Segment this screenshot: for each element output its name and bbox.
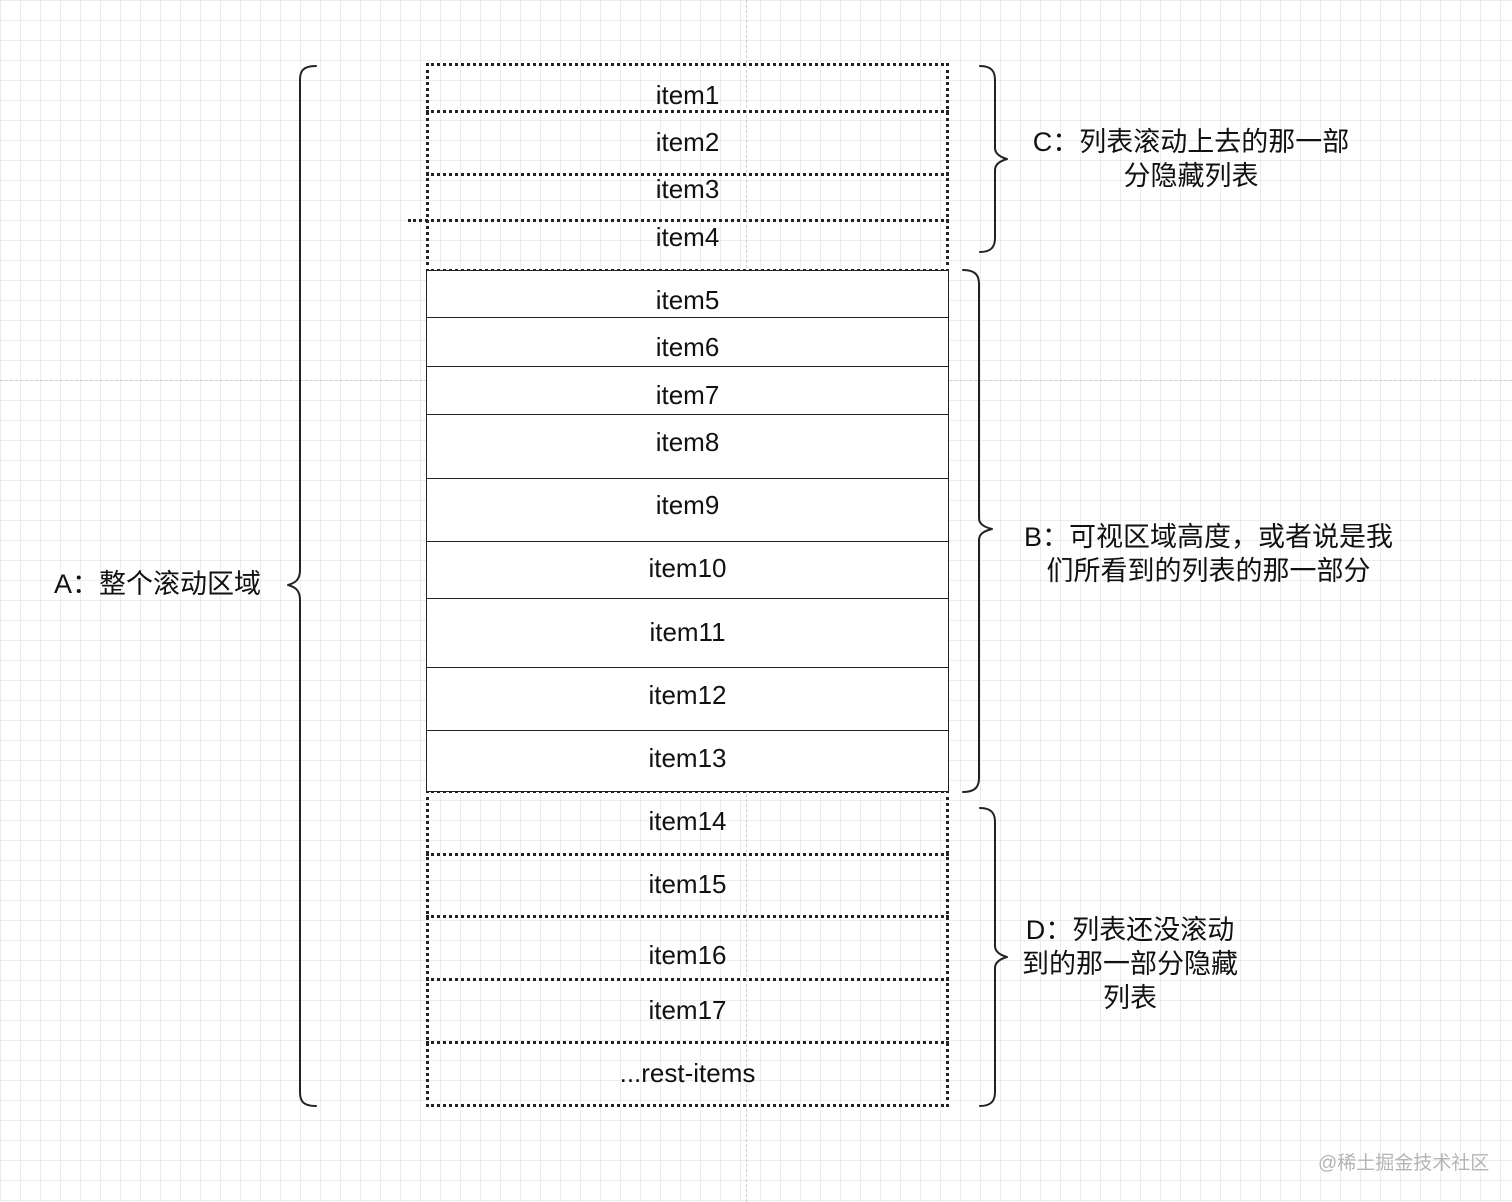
annotation-d-line: D：列表还没滚动 [1025,915,1235,945]
list-item: item6 [655,332,720,362]
list-item: item9 [655,490,720,520]
item-separator [426,541,949,542]
item-separator [426,978,949,981]
annotation-b: B：可视区域高度，或者说是我 们所看到的列表的那一部分 [1006,520,1411,588]
annotation-c: C：列表滚动上去的那一部 分隐藏列表 [1016,125,1366,193]
list-item: item1 [655,80,720,110]
annotation-c-line: 分隐藏列表 [1123,161,1259,191]
list-item: item17 [648,995,727,1025]
annotation-b-line: B：可视区域高度，或者说是我 [1023,522,1393,552]
list-item: item15 [648,869,727,899]
annotation-d-line: 列表 [1103,983,1157,1013]
item-separator [426,478,949,479]
item-separator [426,110,949,113]
item-separator [426,853,949,856]
visible-region [426,270,949,792]
annotation-d: D：列表还没滚动 到的那一部分隐藏 列表 [1010,913,1250,1015]
list-item: item13 [648,743,727,773]
item-separator [426,414,949,415]
item-separator [426,1041,949,1044]
list-item: item5 [655,285,720,315]
item-separator [426,366,949,367]
brace-d [979,807,1008,1107]
item-separator [426,598,949,599]
list-item: item11 [649,617,726,647]
item-separator [426,667,949,668]
watermark: @稀土掘金技术社区 [1318,1153,1490,1174]
annotation-b-line: 们所看到的列表的那一部分 [1046,556,1371,586]
item-separator [426,173,949,176]
item-separator [426,730,949,731]
brace-a [287,65,317,1107]
list-item: item8 [655,427,720,457]
annotation-c-line: C：列表滚动上去的那一部 [1032,127,1350,157]
list-item: item12 [648,680,727,710]
list-item: item10 [648,553,727,583]
list-item: item3 [655,174,720,204]
list-item: item7 [655,380,720,410]
list-item: item2 [655,127,720,157]
list-item: item14 [648,806,727,836]
annotation-d-line: 到的那一部分隐藏 [1022,949,1238,979]
item-separator [408,219,949,222]
list-item: item4 [655,222,720,252]
item-separator [426,915,949,918]
list-item: item16 [648,940,727,970]
annotation-a: A：整个滚动区域 [54,567,261,601]
brace-c [979,65,1008,253]
annotation-a-line: A：整个滚动区域 [54,569,262,599]
item-separator [426,317,949,318]
brace-b [962,269,993,793]
list-item: ...rest-items [619,1058,756,1088]
